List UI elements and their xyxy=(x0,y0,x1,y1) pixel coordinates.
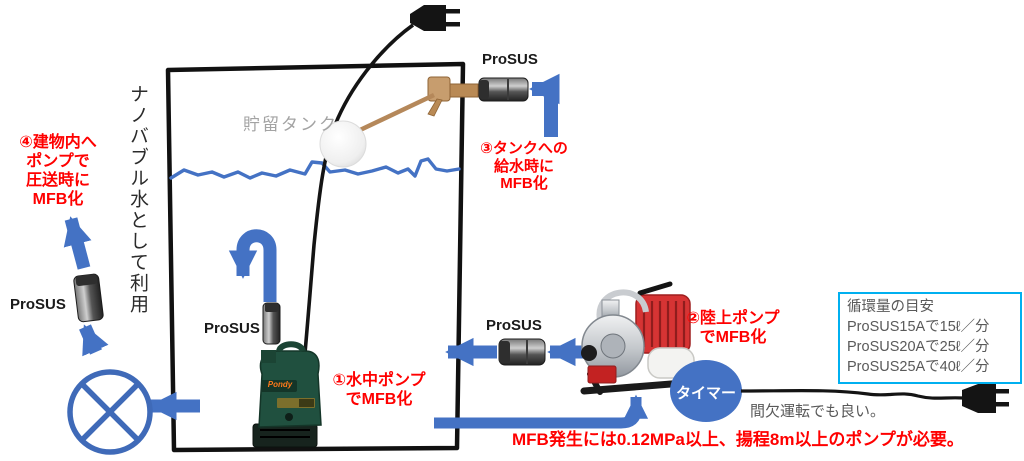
note-submersible-pump: ①水中ポンプ でMFB化 xyxy=(323,372,435,410)
power-plug-icon xyxy=(410,5,460,31)
tank-label: 貯留タンク xyxy=(243,115,338,134)
power-plug-right-icon xyxy=(962,384,1009,413)
timer-circle xyxy=(670,360,742,422)
float-ball xyxy=(319,120,367,168)
vertical-usage-label: ナノバブル水として利用 xyxy=(127,84,148,315)
float-valve xyxy=(357,76,479,134)
water-surface-line xyxy=(169,157,461,180)
note-line: ④建物内へ xyxy=(19,134,97,151)
timer-power-cord xyxy=(740,389,964,400)
info-box-row: ProSUS15Aで15ℓ／分 xyxy=(847,319,990,335)
storage-tank-outline xyxy=(165,61,466,453)
prosus-device-top-icon xyxy=(478,77,529,102)
note-line: ポンプで xyxy=(26,152,90,170)
info-box-row: ProSUS25Aで40ℓ／分 xyxy=(847,359,990,375)
bottom-warning-text: MFB発生には0.12MPa以上、揚程8m以上のポンプが必要。 xyxy=(512,430,964,449)
flow-arrow-circle-to-prosus xyxy=(79,324,109,357)
note-line: でMFB化 xyxy=(345,390,413,408)
info-box-row: ProSUS20Aで25ℓ／分 xyxy=(847,339,990,355)
flow-arrow-uturn-circulation xyxy=(228,229,277,302)
prosus-label-top: ProSUS xyxy=(482,51,538,68)
note-land-pump: ②陸上ポンプ でMFB化 xyxy=(676,310,790,348)
note-line: でMFB化 xyxy=(699,328,767,346)
info-box-title: 循環量の目安 xyxy=(847,299,934,315)
flow-pipe-tank-to-engine-pump xyxy=(434,394,649,429)
note-building-supply: ④建物内へ ポンプで 圧送時に MFB化 xyxy=(10,134,106,210)
timer-label: タイマー xyxy=(675,385,736,402)
prosus-device-left-icon xyxy=(73,273,104,323)
note-line: 圧送時に xyxy=(25,171,90,189)
note-line: ③タンクへの xyxy=(480,140,568,157)
note-line: 給水時に xyxy=(493,157,554,175)
submersible-pump xyxy=(252,341,322,448)
prosus-label-right: ProSUS xyxy=(486,317,542,334)
prosus-device-right-icon xyxy=(498,338,546,366)
pump-power-cable xyxy=(301,23,415,375)
flow-arrow-to-tank-inlet xyxy=(528,73,560,137)
note-tank-inlet: ③タンクへの 給水時に MFB化 xyxy=(470,140,578,193)
prosus-device-tank-icon xyxy=(262,302,281,345)
note-line: MFB化 xyxy=(500,175,548,193)
circulation-info-box: 循環量の目安 ProSUS15Aで15ℓ／分 ProSUS20Aで25ℓ／分 P… xyxy=(838,292,1022,384)
prosus-label-left: ProSUS xyxy=(10,296,66,313)
pump-brand-label: Pondy xyxy=(267,380,293,389)
prosus-label-tank: ProSUS xyxy=(204,320,260,337)
pump-symbol-icon xyxy=(67,369,153,455)
note-line: ①水中ポンプ xyxy=(332,372,426,389)
note-line: MFB化 xyxy=(32,190,84,208)
timer-note: 間欠運転でも良い。 xyxy=(750,403,886,420)
note-line: ②陸上ポンプ xyxy=(686,310,780,327)
flow-arrow-up-to-building xyxy=(63,216,92,270)
